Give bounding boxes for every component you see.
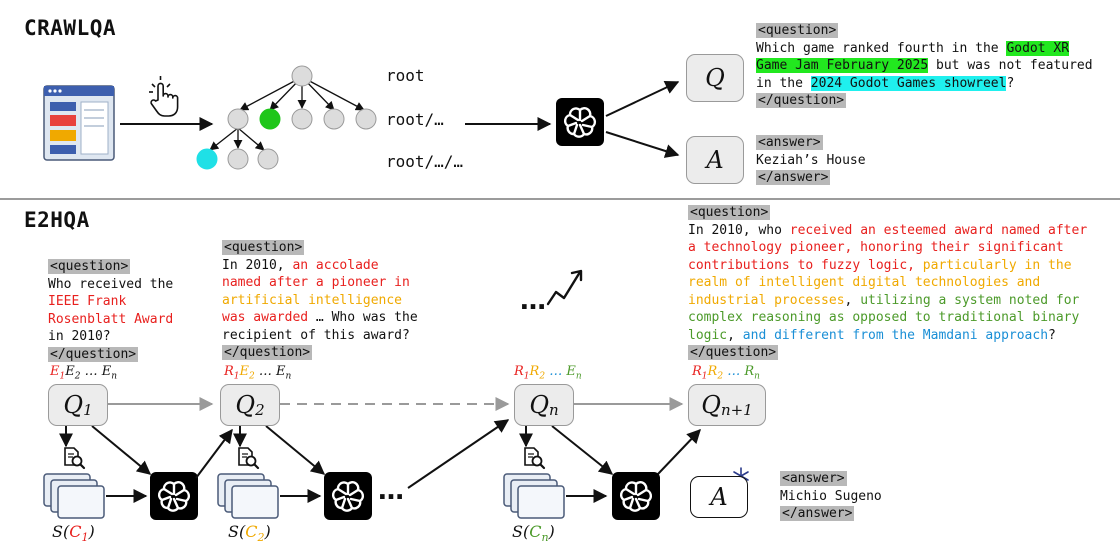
answer-node-a: A <box>686 136 744 184</box>
documents-stack-icon <box>43 473 105 519</box>
tree-nodes <box>196 65 377 170</box>
documents-stack-icon <box>217 473 279 519</box>
ellipsis-mid: … <box>378 476 404 506</box>
answer-text: Keziah’s House <box>756 152 866 168</box>
question-close-tag: </question> <box>222 345 313 360</box>
question-node-q: Q <box>686 54 744 102</box>
question-close-tag: </question> <box>48 346 139 362</box>
highlight-entity: Godot XR <box>1006 40 1070 56</box>
entity-sequence-n: R1R2 … En <box>514 364 582 382</box>
source-label-n: S(Cn) <box>512 522 555 545</box>
documents-stack-icon <box>503 473 565 519</box>
highlight-entity: 2024 Godot Games showreel <box>810 75 1007 91</box>
search-document-icon <box>63 446 86 470</box>
search-document-icon <box>523 446 546 470</box>
section-title-crawlqa: CRAWLQA <box>24 16 117 40</box>
click-hand-icon <box>149 76 179 117</box>
search-document-icon <box>237 446 260 470</box>
openai-logo-icon <box>148 470 200 522</box>
source-label-1: S(C1) <box>52 522 95 545</box>
openai-logo-icon <box>610 470 662 522</box>
openai-logo-icon <box>322 470 374 522</box>
entity-sequence-final: R1R2 … Rn <box>692 364 760 382</box>
tree-label-level2: root/…/… <box>386 152 464 171</box>
source-label-2: S(C2) <box>228 522 271 545</box>
question-open-tag: <question> <box>222 240 305 255</box>
answer-open-tag: <answer> <box>780 471 847 486</box>
question-open-tag: <question> <box>756 23 839 38</box>
answer-node-a-final: A <box>690 476 748 518</box>
question-close-tag: </question> <box>688 345 779 360</box>
e2hqa-question-final: <question> In 2010, who received an este… <box>688 205 1088 360</box>
e2hqa-question-2: <question> In 2010, an accolade named af… <box>222 240 418 360</box>
entity-sequence-2: R1E2 … En <box>224 364 292 382</box>
e2hqa-answer-block: <answer> Michio Sugeno </answer> <box>780 470 882 523</box>
question-close-tag: </question> <box>756 93 847 108</box>
entity-sequence-1: E1E2 … En <box>50 364 118 382</box>
ellipsis-progress: … <box>520 286 546 316</box>
section-title-e2hqa: E2HQA <box>24 208 90 232</box>
crawlqa-answer-block: <answer> Keziah’s House </answer> <box>756 134 866 187</box>
e2hqa-question-1: <question> Who received the IEEE Frank R… <box>48 259 174 362</box>
tree-label-level1: root/… <box>386 110 444 129</box>
answer-open-tag: <answer> <box>756 135 823 150</box>
webpage-icon <box>43 85 115 161</box>
openai-logo-icon <box>554 96 606 148</box>
question-open-tag: <question> <box>688 205 771 220</box>
tree-label-root: root <box>386 66 425 85</box>
question-open-tag: <question> <box>48 259 131 274</box>
answer-close-tag: </answer> <box>780 506 855 521</box>
answer-text: Michio Sugeno <box>780 488 882 504</box>
highlight-entity: Game Jam February 2025 <box>756 58 929 73</box>
crawlqa-question-block: <question> Which game ranked fourth in t… <box>756 23 1093 108</box>
trend-up-icon <box>546 269 583 306</box>
answer-close-tag: </answer> <box>756 170 831 185</box>
